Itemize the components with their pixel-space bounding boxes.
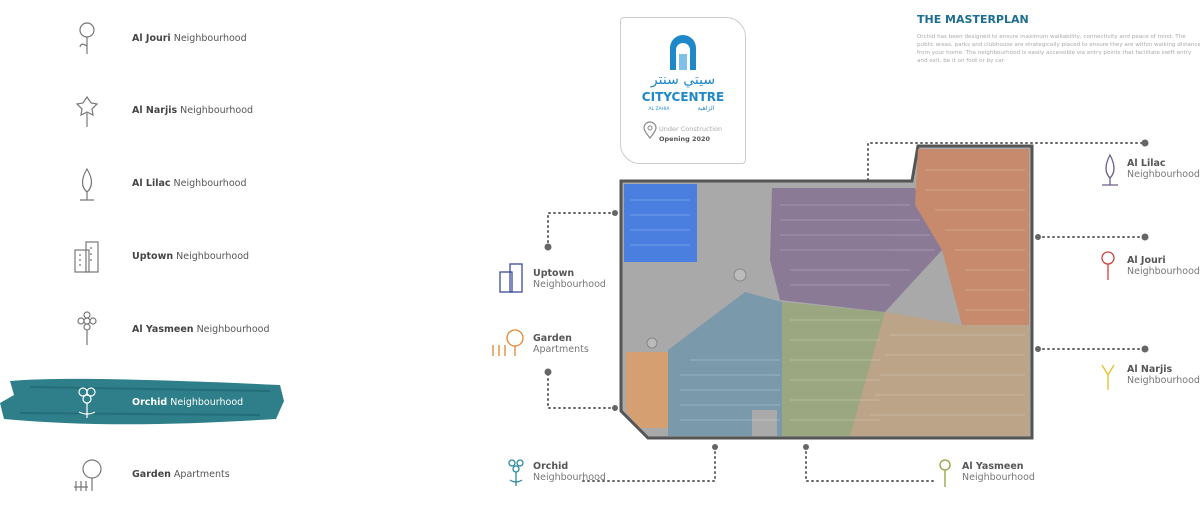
tree-icon <box>492 329 524 356</box>
uptown-zone <box>624 184 697 262</box>
sidebar-item-label: Al Narjis Neighbourhood <box>132 105 254 117</box>
lilac-icon <box>1102 153 1118 186</box>
orchid-icon <box>508 459 524 486</box>
jasmine-icon <box>77 311 97 346</box>
masterplan-description: Orchid has been designed to ensure maxim… <box>917 34 1200 64</box>
al-lilac-zone <box>770 188 942 312</box>
masterplan-title: THE MASTERPLAN <box>917 13 1029 26</box>
sidebar-item-label: Uptown Neighbourhood <box>132 250 250 262</box>
al-yasmeen-zone <box>782 302 885 436</box>
svg-text:Under Construction: Under Construction <box>659 125 722 133</box>
rose-icon <box>1101 251 1115 280</box>
sidebar-item-garden[interactable]: Garden Apartments <box>0 445 290 505</box>
tree-icon <box>74 459 102 491</box>
sidebar-item-al-lilac[interactable]: Al Lilac Neighbourhood <box>0 154 290 214</box>
sidebar-item-label: Al Jouri Neighbourhood <box>132 32 247 44</box>
orchid-zone <box>668 292 782 436</box>
svg-text:CITYCENTRE: CITYCENTRE <box>642 90 724 104</box>
city-centre-logo: سيتي سنتر CITYCENTRE AL ZAHIA الزاهية Un… <box>642 35 724 143</box>
rose-icon <box>79 22 95 54</box>
city-centre-card[interactable]: سيتي سنتر CITYCENTRE AL ZAHIA الزاهية Un… <box>620 17 746 164</box>
lilac-icon <box>80 167 94 201</box>
svg-text:الزاهية: الزاهية <box>698 105 715 112</box>
narcissus-icon <box>75 95 99 127</box>
sidebar-item-al-narjis[interactable]: Al Narjis Neighbourhood <box>0 81 290 141</box>
location-pin-icon <box>643 121 657 139</box>
orchid-icon <box>78 387 96 418</box>
sidebar-item-label: Garden Apartments <box>132 469 230 481</box>
sidebar-item-al-jouri[interactable]: Al Jouri Neighbourhood <box>0 8 290 68</box>
svg-text:Opening 2020: Opening 2020 <box>659 135 711 143</box>
al-jouri-zone <box>915 149 1029 325</box>
sidebar-item-al-yasmeen[interactable]: Al Yasmeen Neighbourhood <box>0 299 290 359</box>
narcissus-icon <box>1101 364 1115 390</box>
sidebar-item-orchid[interactable]: Orchid Neighbourhood <box>0 372 290 432</box>
svg-text:سيتي سنتر: سيتي سنتر <box>650 72 715 88</box>
al-narjis-zone <box>850 312 1029 436</box>
sidebar-item-label: Orchid Neighbourhood <box>132 396 244 408</box>
active-brush-highlight <box>0 378 284 425</box>
sidebar-item-label: Al Yasmeen Neighbourhood <box>132 323 270 335</box>
garden-apartments-zone <box>626 352 668 428</box>
jasmine-icon <box>939 459 951 487</box>
buildings-icon <box>499 263 523 293</box>
svg-text:AL ZAHIA: AL ZAHIA <box>649 106 671 112</box>
sidebar-item-label: Al Lilac Neighbourhood <box>132 178 247 190</box>
sidebar-item-uptown[interactable]: Uptown Neighbourhood <box>0 226 290 286</box>
buildings-icon <box>74 241 99 273</box>
